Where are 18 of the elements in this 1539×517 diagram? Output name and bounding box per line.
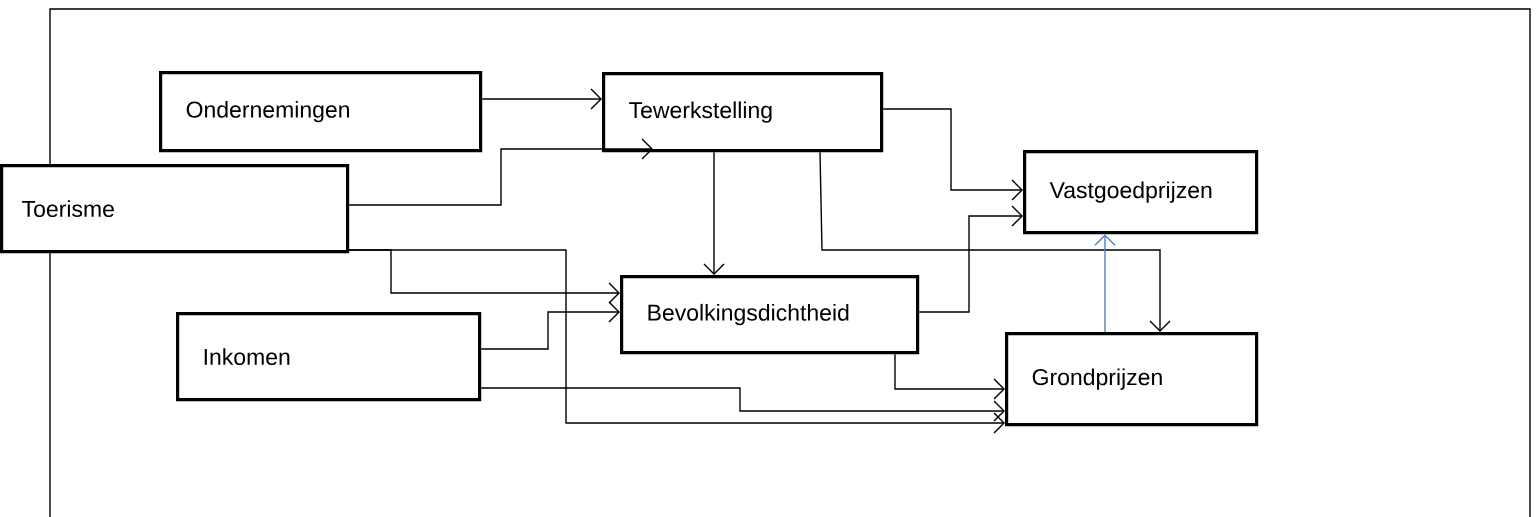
process-box: Tewerkstelling: [602, 72, 884, 153]
process-box: Grondprijzen: [1005, 332, 1259, 427]
process-box: Vastgoedprijzen: [1023, 150, 1259, 235]
arrow: [882, 108, 1023, 201]
process-box: Inkomen: [176, 312, 482, 402]
arrow: [348, 138, 653, 206]
arrow: [1094, 234, 1116, 333]
arrow: [481, 88, 602, 110]
arrow: [480, 301, 620, 350]
arrow: [703, 151, 725, 275]
process-box: Ondernemingen: [159, 71, 483, 153]
arrow: [480, 387, 1005, 422]
arrow: [348, 249, 1005, 434]
arrow: [819, 151, 1171, 332]
arrow: [894, 353, 1005, 400]
process-box: Toerisme: [0, 164, 350, 254]
arrow: [918, 205, 1023, 313]
process-box: Bevolkingsdichtheid: [620, 275, 920, 355]
